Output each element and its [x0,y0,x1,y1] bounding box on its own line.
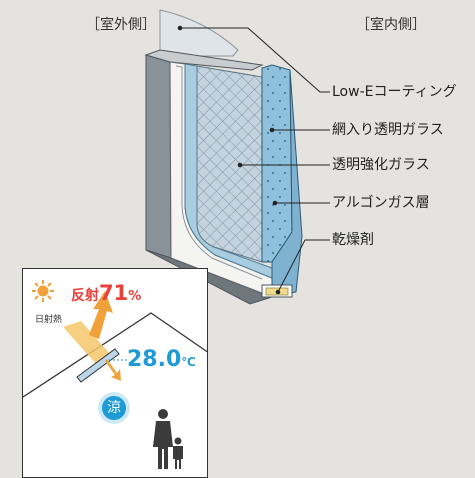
frame-top-face [144,49,264,71]
solar-beam [63,321,111,365]
indoor-side-label: ［室内側］ [356,17,426,33]
heat-arrow-icon [105,359,121,381]
reflect-arrow-icon [89,291,113,339]
leader-desiccant [277,239,330,293]
indoor-temperature: 28.0℃ [127,347,196,372]
reflection-rate: 反射71% [71,281,142,305]
leader-low-e [180,27,330,93]
callout-tempered-glass: 透明強化ガラス [332,157,430,173]
argon-gas-layer [196,65,263,263]
low-e-coating-sheet [159,9,239,57]
heat-reflection-inset: 反射71% 日射熱 28.0℃ 涼 [22,268,208,478]
callout-desiccant: 乾燥剤 [332,232,374,248]
wired-glass-pane [261,64,293,263]
person-icon [153,409,183,469]
roof-window [76,348,120,383]
outdoor-side-label: ［室外側］ [86,17,156,33]
cool-badge: 涼 [102,396,126,420]
frame-outer-face [145,54,172,259]
sun-icon [32,280,54,302]
callout-wired-glass: 網入り透明ガラス [332,122,444,138]
callout-low-e-coating: Low-Eコーティング [332,84,457,100]
callout-argon-gas-layer: アルゴンガス層 [332,195,430,211]
inset-drawing [23,280,207,469]
solar-heat-label: 日射熱 [35,315,63,325]
house-outline [23,312,207,398]
